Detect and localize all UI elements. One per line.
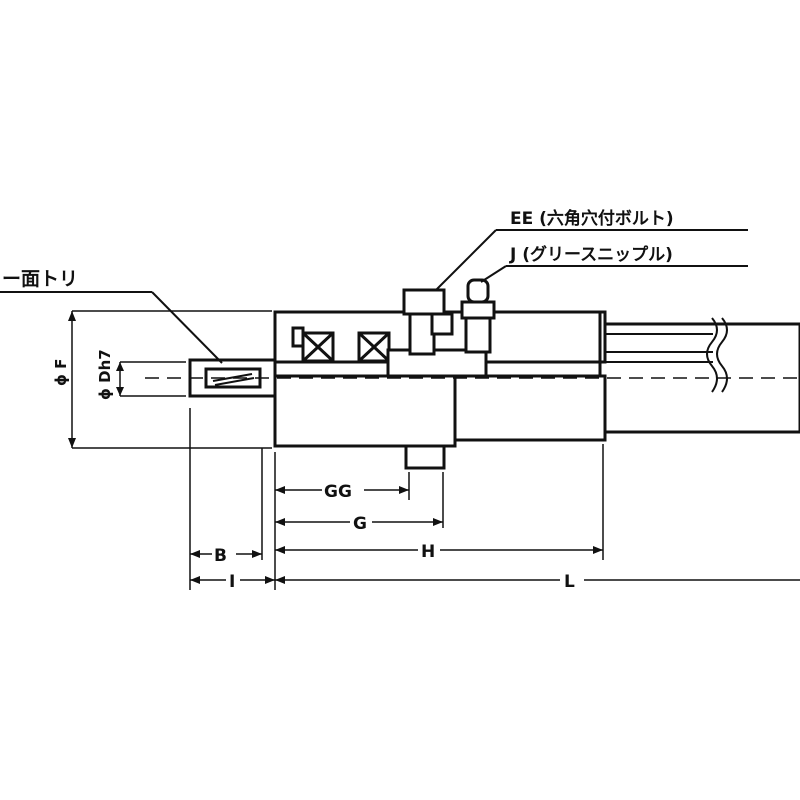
labels: ー面トリ EE (六角穴付ボルト) J (グリースニップル) ϕ F ϕ Dh7… [2, 208, 674, 592]
callout-leaders [0, 229, 748, 364]
g-label: G [353, 514, 367, 534]
grease-nipple [460, 278, 496, 354]
chamfer-note-label: ー面トリ [2, 268, 78, 290]
hex-bolt [402, 288, 454, 356]
h-label: H [421, 542, 435, 562]
center-collar [386, 348, 488, 378]
hub-body [273, 374, 457, 448]
i-label: I [229, 572, 235, 592]
hex-bolt-label: EE (六角穴付ボルト) [510, 208, 674, 229]
lower-bolt-head [404, 444, 446, 470]
sleeve-body [453, 374, 607, 442]
outer-diameter-label: ϕ F [52, 359, 70, 386]
bearing-right [357, 331, 391, 363]
grease-nipple-label: J (グリースニップル) [509, 244, 673, 265]
part-outline [145, 278, 800, 470]
l-label: L [564, 572, 575, 592]
seal-ring [291, 326, 305, 348]
gg-label: GG [324, 482, 352, 502]
bore-diameter-label: ϕ Dh7 [96, 349, 114, 400]
bearing-left [301, 331, 335, 363]
b-label: B [214, 546, 227, 566]
